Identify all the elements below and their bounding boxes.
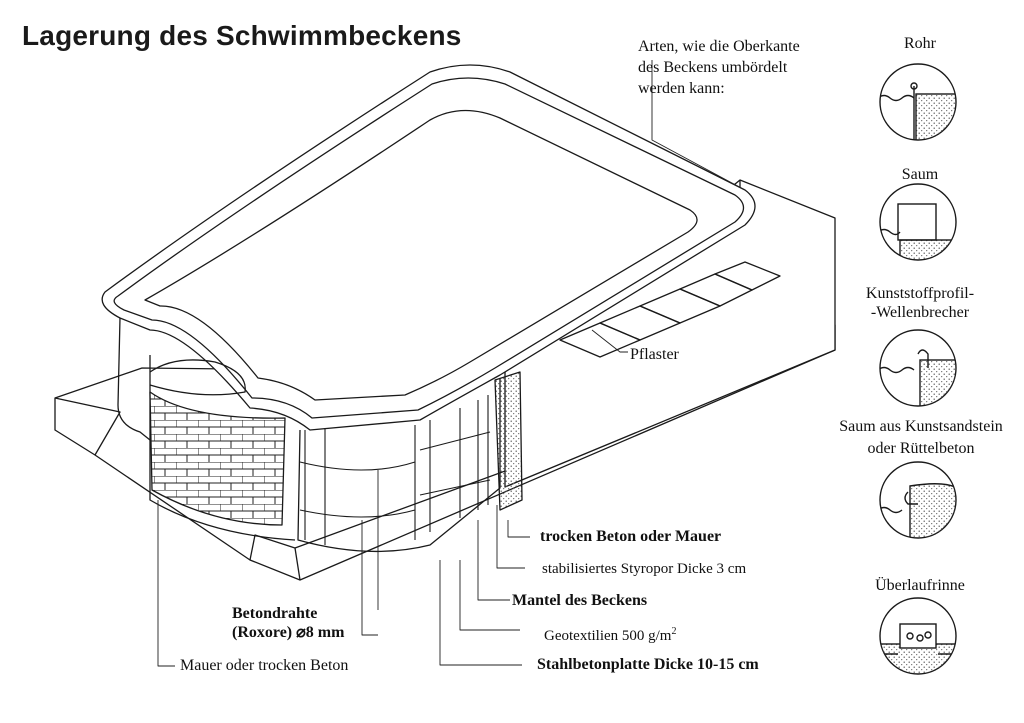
label-styropor: stabilisiertes Styropor Dicke 3 cm	[542, 561, 747, 577]
label-betondrahte-2: (Roxore) ⌀8 mm	[232, 624, 345, 641]
label-betondrahte-1: Betondrahte	[232, 605, 318, 622]
kunststoffprofil-detail-icon	[879, 329, 957, 407]
pool-rim-outer	[101, 64, 756, 431]
intro-line: Arten, wie die Oberkante	[638, 38, 800, 55]
label-ueberlaufrinne: Überlaufrinne	[875, 577, 965, 594]
label-pflaster: Pflaster	[630, 346, 679, 363]
edge-types-intro: Arten, wie die Oberkante des Beckens umb…	[638, 36, 858, 99]
label-line: Kunststoffprofil-	[865, 285, 975, 302]
label-saum: Saum	[901, 166, 939, 183]
pool-wall-front	[117, 317, 151, 441]
geotextil-unit-sup: 2	[671, 626, 677, 637]
label-line: -Wellenbrecher	[870, 304, 970, 321]
brick-wall	[149, 391, 286, 526]
page-title: Lagerung des Schwimmbeckens	[22, 20, 462, 51]
intro-line: werden kann:	[638, 80, 725, 97]
label-rohr: Rohr	[904, 35, 936, 52]
label-mantel: Mantel des Beckens	[512, 592, 648, 609]
label-line: oder Rüttelbeton	[867, 440, 975, 457]
label-saum-kunstsandstein: Saum aus Kunstsandstein oder Rüttelbeton	[823, 416, 1019, 460]
intro-line: des Beckens umbördelt	[638, 59, 788, 76]
label-kunststoffprofil: Kunststoffprofil- -Wellenbrecher	[850, 284, 990, 322]
pool-water-edge	[144, 109, 698, 401]
geotextil-text: Geotextilien 500 g/m	[544, 628, 672, 644]
label-geotextilien: Geotextilien 500 g/m2	[544, 622, 676, 646]
label-trocken-beton: trocken Beton oder Mauer	[540, 528, 722, 545]
label-mauer: Mauer oder trocken Beton	[180, 657, 349, 674]
label-stahlbetonplatte: Stahlbetonplatte Dicke 10-15 cm	[537, 656, 759, 673]
rohr-detail-icon	[879, 63, 957, 141]
ueberlaufrinne-detail-icon	[879, 597, 957, 675]
saum-kunstsandstein-detail-icon	[879, 461, 957, 539]
saum-detail-icon	[879, 183, 957, 261]
paver-stones	[559, 261, 781, 358]
styrofoam-layer	[494, 371, 523, 511]
label-line: Saum aus Kunstsandstein	[839, 418, 1003, 435]
